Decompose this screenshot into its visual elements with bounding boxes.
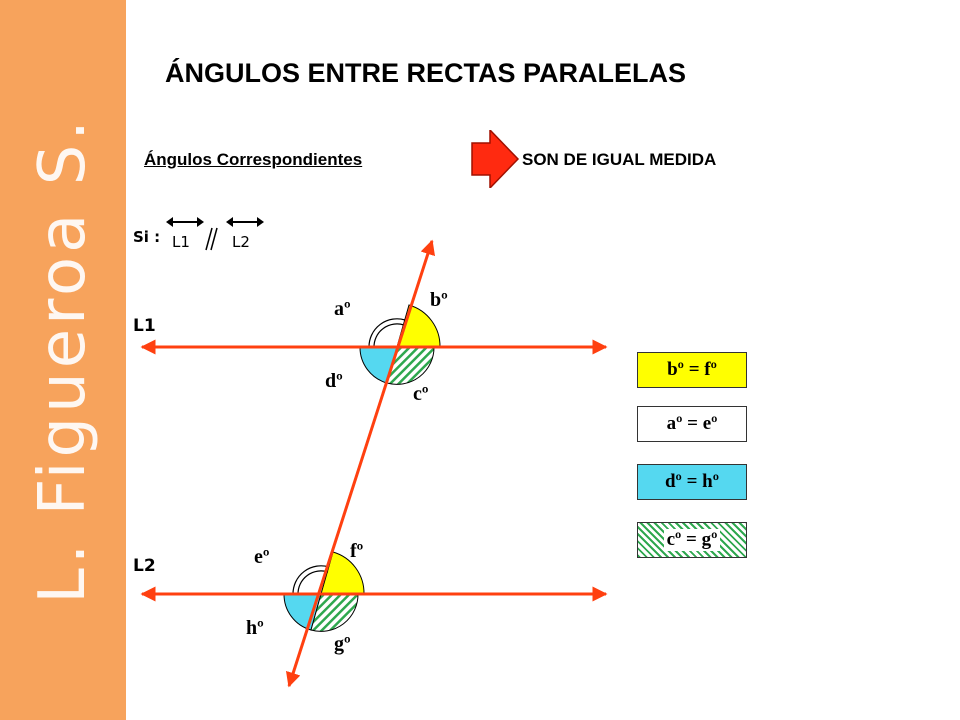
condition-line1: L1 bbox=[172, 233, 190, 251]
equality-d-h-text: dº = hº bbox=[664, 471, 719, 492]
angle-label-a: aº bbox=[334, 298, 351, 320]
subtitle-equal-measure: SON DE IGUAL MEDIDA bbox=[522, 150, 717, 169]
condition-prefix: Si : bbox=[133, 228, 161, 246]
angle-label-e: eº bbox=[254, 546, 270, 568]
angle-label-g: gº bbox=[334, 633, 351, 655]
condition-line2: L2 bbox=[232, 233, 250, 251]
equality-a-e: aº = eº bbox=[637, 406, 747, 442]
double-arrow-icon bbox=[226, 217, 264, 227]
parallel-icon bbox=[205, 227, 218, 251]
subtitle-corresponding-angles: Ángulos Correspondientes bbox=[144, 150, 363, 169]
side-band: L. Figueroa S. bbox=[0, 0, 126, 720]
page-title: ÁNGULOS ENTRE RECTAS PARALELAS bbox=[165, 58, 687, 88]
equality-d-h: dº = hº bbox=[637, 464, 747, 500]
equality-b-f-text: bº = fº bbox=[667, 359, 717, 380]
angle-label-h: hº bbox=[246, 617, 264, 639]
transversal-line bbox=[285, 239, 436, 688]
intersection-2-angles bbox=[283, 551, 365, 632]
right-arrow-icon bbox=[471, 130, 520, 188]
double-arrow-icon bbox=[166, 217, 204, 227]
angle-label-f: fº bbox=[350, 540, 364, 562]
equality-c-g: cº = gº bbox=[637, 522, 747, 558]
equality-a-e-text: aº = eº bbox=[666, 413, 718, 434]
label-l1: L1 bbox=[133, 316, 156, 336]
angle-label-b: bº bbox=[430, 289, 448, 311]
label-l2: L2 bbox=[133, 556, 156, 576]
angle-label-c: cº bbox=[413, 383, 429, 405]
angle-label-d: dº bbox=[325, 370, 343, 392]
equality-b-f: bº = fº bbox=[637, 352, 747, 388]
equality-c-g-text: cº = gº bbox=[663, 529, 721, 551]
